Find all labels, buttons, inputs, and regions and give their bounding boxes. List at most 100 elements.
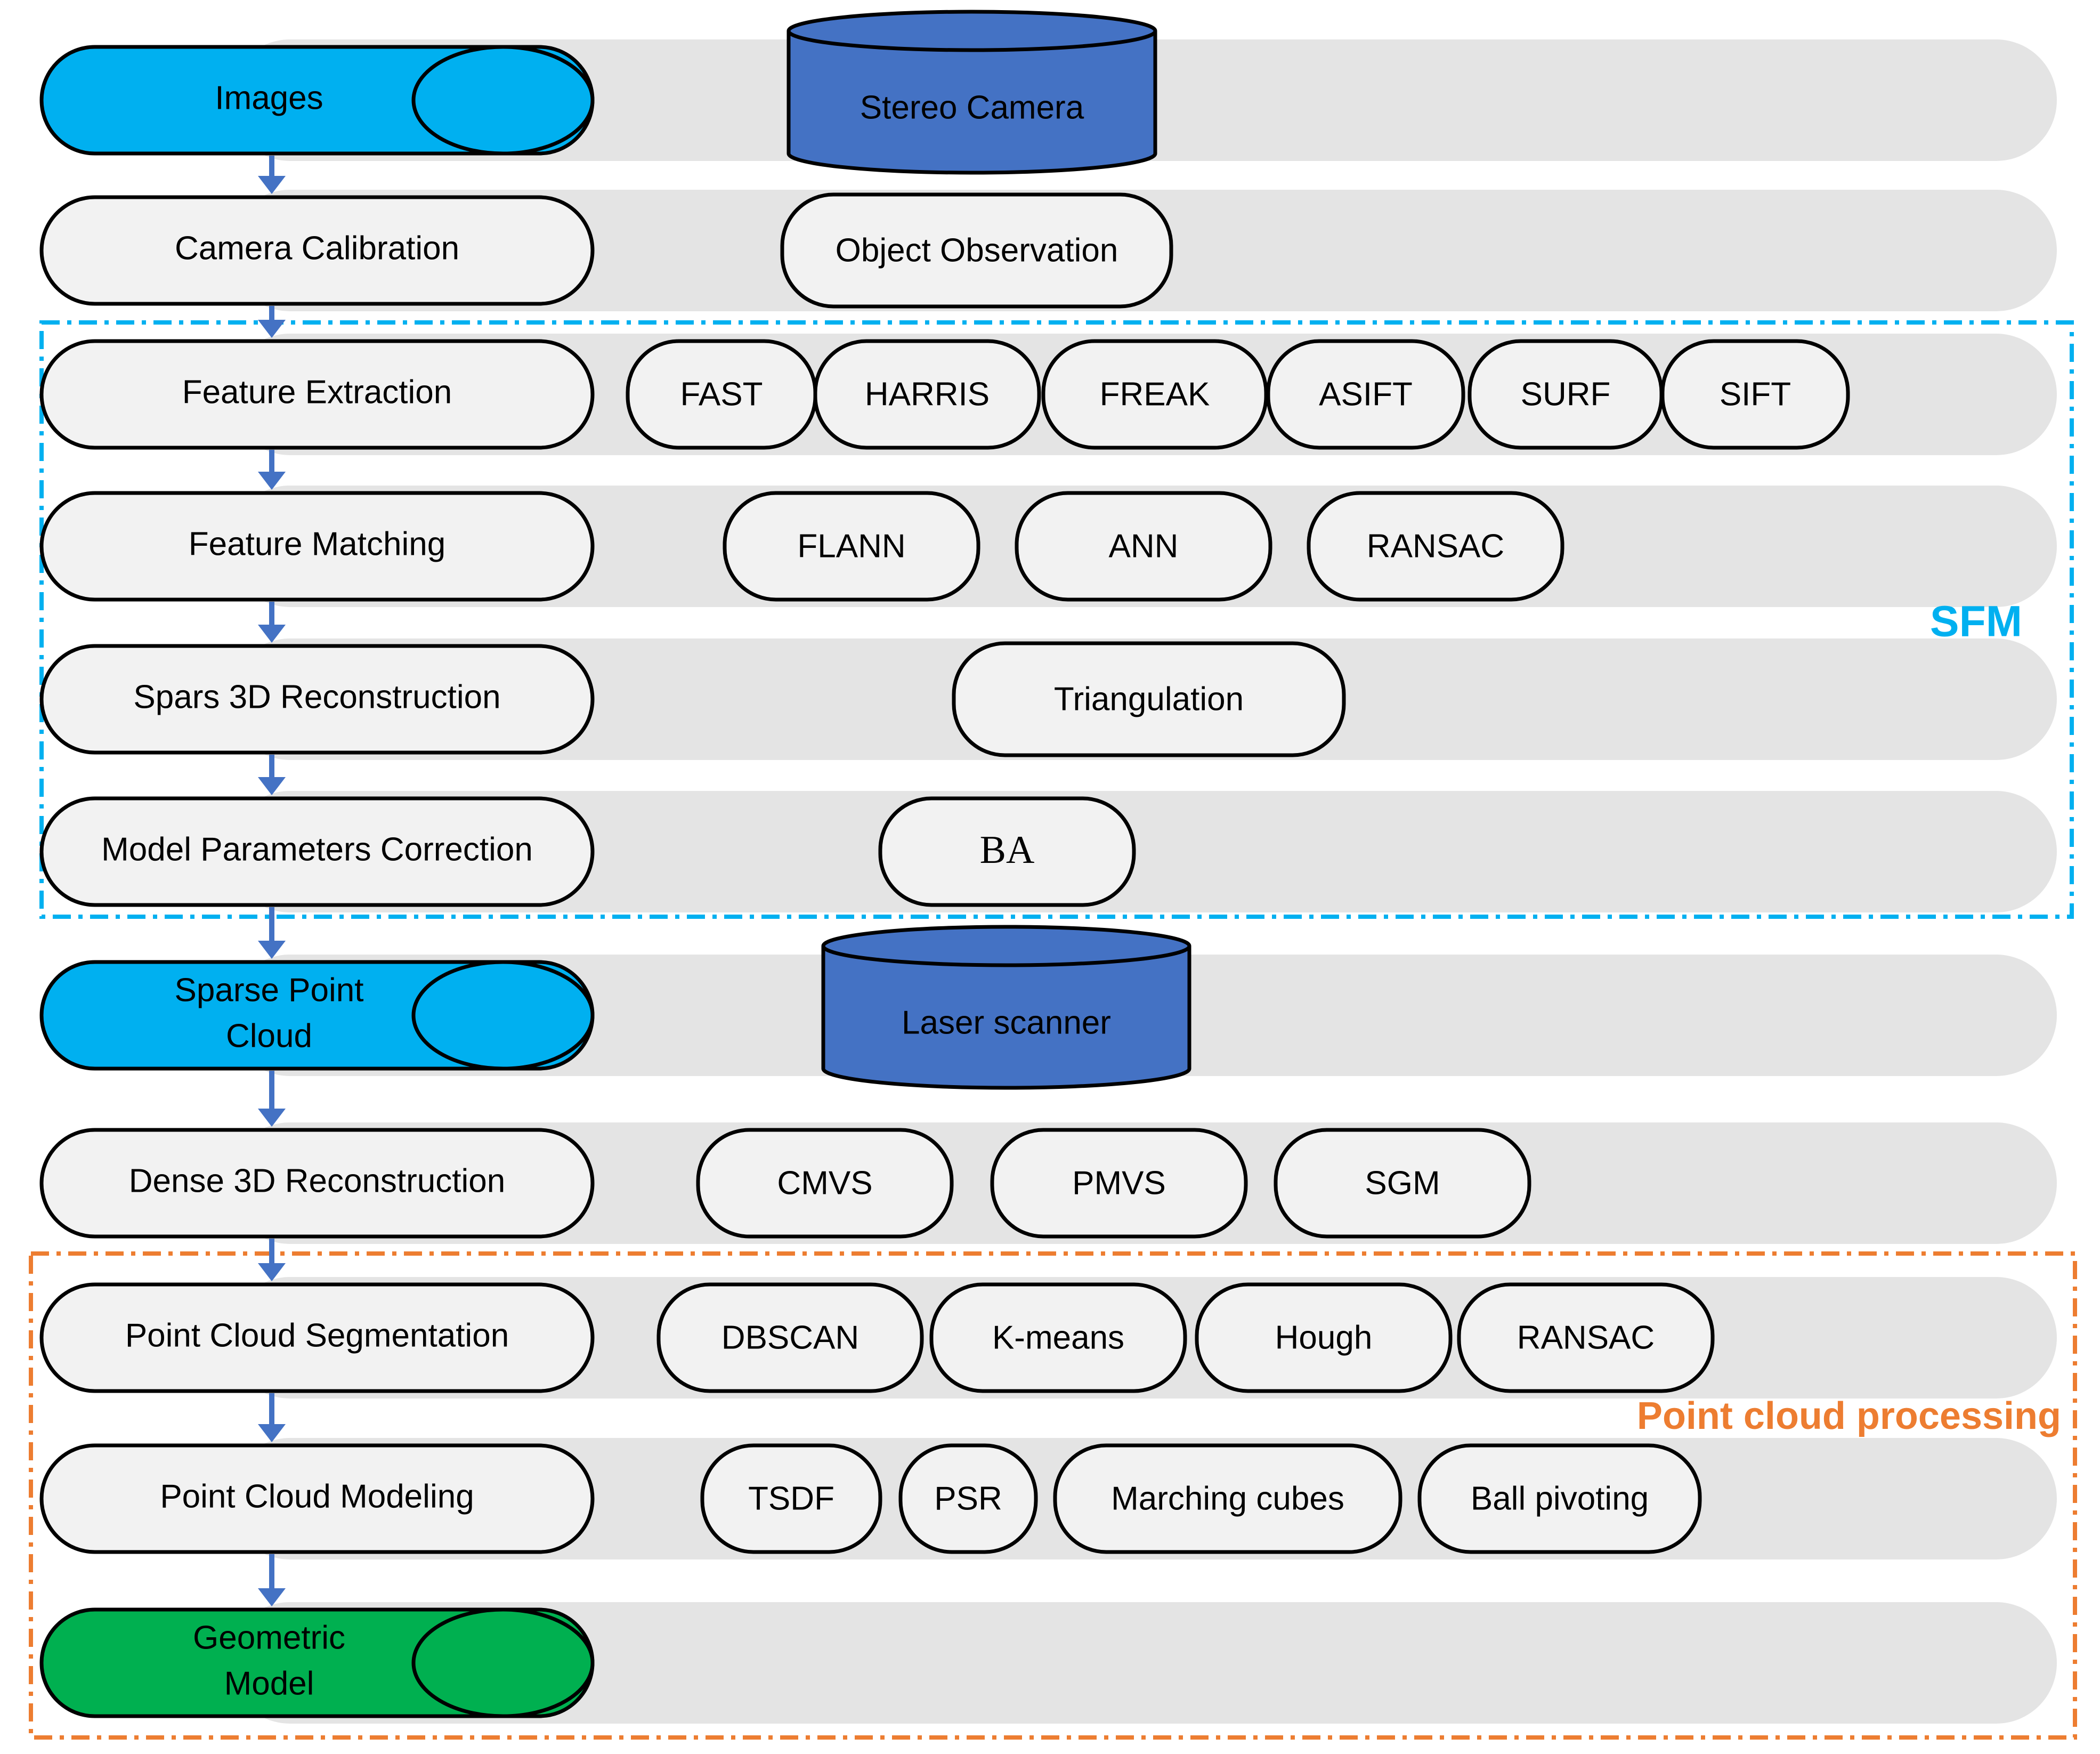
data-source-laser-scanner: Laser scanner [821, 925, 1191, 1090]
method-sgm: SGM [1274, 1128, 1531, 1239]
flow-arrows [258, 156, 286, 1606]
flow-arrow-head [258, 472, 286, 490]
method-label: SIFT [1720, 376, 1791, 413]
io-node-cap [411, 1607, 595, 1718]
flow-arrow-head [258, 625, 286, 643]
step-feature-extraction: Feature Extraction [39, 339, 595, 450]
step-label: Point Cloud Modeling [160, 1478, 474, 1515]
pcp-frame [29, 1251, 2077, 1740]
flow-arrow-head [258, 1588, 286, 1606]
cylinder-top [787, 10, 1157, 52]
method-label: Object Observation [836, 232, 1118, 269]
step-label: Model Parameters Correction [101, 831, 533, 868]
step-images: Images [39, 45, 595, 156]
method-label: FLANN [797, 528, 905, 564]
method-pill [1041, 339, 1268, 450]
method-pill [878, 796, 1136, 907]
method-ball-pivoting: Ball pivoting [1417, 1443, 1702, 1554]
step-point-cloud-modeling: Point Cloud Modeling [39, 1443, 595, 1554]
method-pill [723, 491, 980, 602]
method-label: TSDF [748, 1480, 834, 1517]
data-source-label: Laser scanner [902, 1004, 1111, 1041]
method-label: SURF [1521, 376, 1611, 413]
method-cmvs: CMVS [696, 1128, 954, 1239]
process-node-shape [39, 796, 595, 907]
process-node-shape [39, 1282, 595, 1393]
method-label: PSR [934, 1480, 1002, 1517]
flow-arrow-head [258, 1424, 286, 1442]
step-label: Dense 3D Reconstruction [129, 1162, 505, 1199]
method-pill [1307, 491, 1564, 602]
method-pill [898, 1443, 1038, 1554]
process-node-shape [39, 1443, 595, 1554]
method-pill [1053, 1443, 1402, 1554]
step-point-cloud-segmentation: Point Cloud Segmentation [39, 1282, 595, 1393]
method-hough: Hough [1195, 1282, 1453, 1393]
method-pill [1015, 491, 1272, 602]
io-node-cap [411, 960, 595, 1071]
row-band [229, 1602, 2057, 1724]
method-marching-cubes: Marching cubes [1053, 1443, 1402, 1554]
method-pill [1274, 1128, 1531, 1239]
method-ransac: RANSAC [1457, 1282, 1715, 1393]
method-triangulation: Triangulation [952, 641, 1346, 757]
method-label: ANN [1109, 528, 1179, 564]
method-label: Marching cubes [1111, 1480, 1344, 1517]
method-asift: ASIFT [1266, 339, 1465, 450]
method-label: BA [980, 828, 1035, 872]
sfm-frame [39, 320, 2074, 919]
method-label: Ball pivoting [1471, 1480, 1649, 1517]
flow-arrow-head [258, 941, 286, 959]
method-pill [656, 1282, 924, 1393]
step-label: Spars 3D Reconstruction [133, 678, 500, 715]
method-pill [929, 1282, 1187, 1393]
cylinder-top [821, 925, 1191, 967]
step-spars-3d-reconstruction: Spars 3D Reconstruction [39, 644, 595, 755]
pcp-label: Point cloud processing [1637, 1395, 2061, 1437]
flow-arrow-head [258, 320, 286, 338]
io-node-cap [411, 45, 595, 156]
method-label: HARRIS [865, 376, 990, 413]
method-pill [1195, 1282, 1453, 1393]
method-label: DBSCAN [721, 1319, 859, 1356]
step-feature-matching: Feature Matching [39, 491, 595, 602]
method-pill [813, 339, 1041, 450]
data-source-label: Stereo Camera [860, 89, 1084, 126]
method-pill [952, 641, 1346, 757]
step-camera-calibration: Camera Calibration [39, 195, 595, 306]
method-pill [1266, 339, 1465, 450]
step-label: Point Cloud Segmentation [125, 1317, 509, 1354]
sfm-label: SFM [1930, 597, 2022, 646]
method-ransac: RANSAC [1307, 491, 1564, 602]
step-label: Images [215, 79, 323, 116]
process-node-shape [39, 339, 595, 450]
flow-arrow-head [258, 176, 286, 194]
method-label: FREAK [1100, 376, 1210, 413]
method-label: RANSAC [1367, 528, 1504, 564]
method-label: PMVS [1072, 1165, 1166, 1201]
method-object-observation: Object Observation [780, 192, 1173, 309]
method-label: Triangulation [1054, 681, 1244, 717]
flow-arrow-head [258, 1263, 286, 1281]
group-frames: SFM Point cloud processing [29, 320, 2077, 1740]
method-flann: FLANN [723, 491, 980, 602]
cylinder-body [787, 31, 1157, 175]
method-harris: HARRIS [813, 339, 1041, 450]
method-tsdf: TSDF [700, 1443, 882, 1554]
method-pill [780, 192, 1173, 309]
step-label: Sparse Point [175, 972, 364, 1008]
method-pill [1660, 339, 1850, 450]
method-label: K-means [992, 1319, 1124, 1356]
step-label: Feature Extraction [182, 374, 452, 410]
method-freak: FREAK [1041, 339, 1268, 450]
method-pill [700, 1443, 882, 1554]
method-pill [696, 1128, 954, 1239]
cylinder-body [821, 946, 1191, 1090]
method-pill [990, 1128, 1248, 1239]
method-label: FAST [680, 376, 763, 413]
flow-arrow-head [258, 777, 286, 795]
method-label: SGM [1365, 1165, 1440, 1201]
method-sift: SIFT [1660, 339, 1850, 450]
